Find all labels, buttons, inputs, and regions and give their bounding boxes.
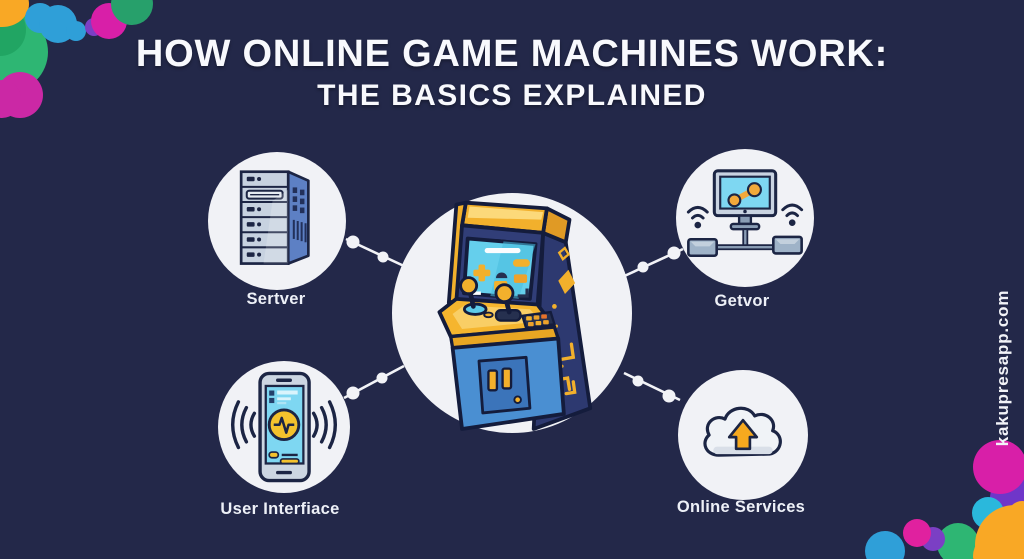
decor-blobs-bottom-right xyxy=(865,440,1024,559)
title-line-2: THE BASICS EXPLAINED xyxy=(317,79,707,112)
label-user-interface: User Interfiace xyxy=(220,500,340,518)
label-network: Getvor xyxy=(714,292,770,310)
arcade-machine-icon xyxy=(437,200,593,431)
node-network-circle xyxy=(676,149,814,287)
server-icon xyxy=(239,170,310,265)
watermark: kakupresapp.com xyxy=(993,289,1012,447)
smartphone-vibrate-icon xyxy=(230,371,338,483)
decor-blobs-top-left xyxy=(0,0,153,118)
node-user-interface-circle xyxy=(218,361,350,493)
cloud-upload-icon xyxy=(703,406,782,457)
node-server-circle xyxy=(208,152,346,290)
node-online-services-circle xyxy=(678,370,808,500)
label-server: Sertver xyxy=(246,290,306,308)
center-arcade-circle xyxy=(392,193,632,433)
network-monitor-icon xyxy=(686,169,804,258)
page-title: HOW ONLINE GAME MACHINES WORK: THE BASIC… xyxy=(0,33,1024,113)
title-line-1: HOW ONLINE GAME MACHINES WORK: xyxy=(135,33,889,75)
label-online-services: Online Services xyxy=(676,498,806,516)
